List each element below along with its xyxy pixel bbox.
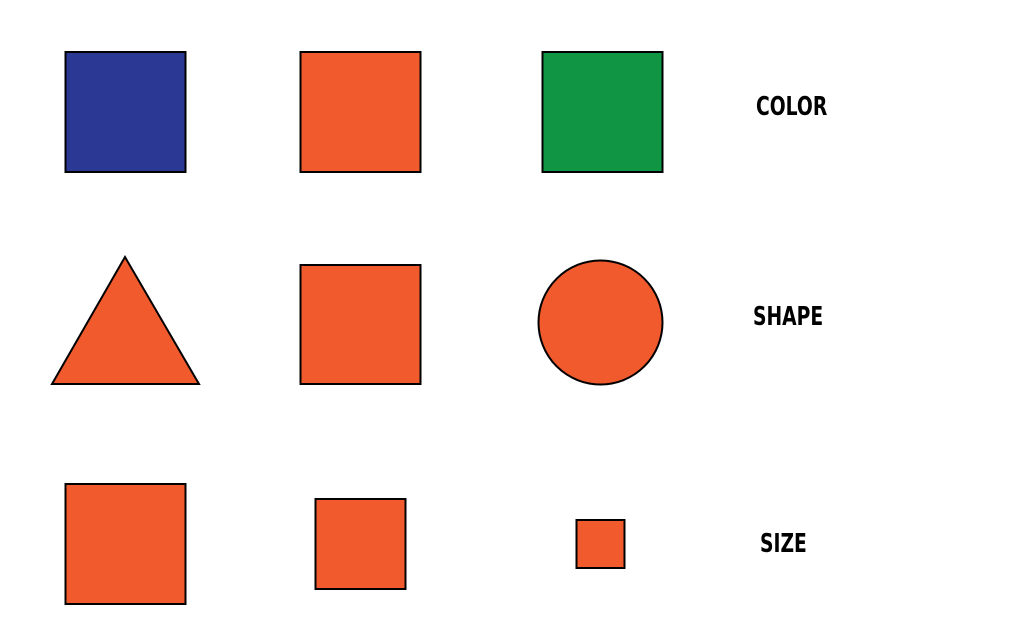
orange-triangle: [50, 255, 201, 385]
row-label-size: SIZE: [760, 529, 807, 559]
row-label-shape: SHAPE: [753, 302, 824, 332]
green-square: [541, 51, 664, 173]
orange-circle: [537, 259, 664, 386]
orange-square: [299, 264, 422, 385]
small-square: [575, 519, 626, 569]
orange-square: [299, 51, 422, 173]
blue-square: [64, 51, 187, 173]
row-size: [64, 483, 626, 605]
row-label-color: COLOR: [756, 92, 828, 122]
large-square: [64, 483, 187, 605]
row-color: [64, 51, 664, 173]
row-shape: [50, 255, 664, 386]
medium-square: [314, 498, 407, 590]
